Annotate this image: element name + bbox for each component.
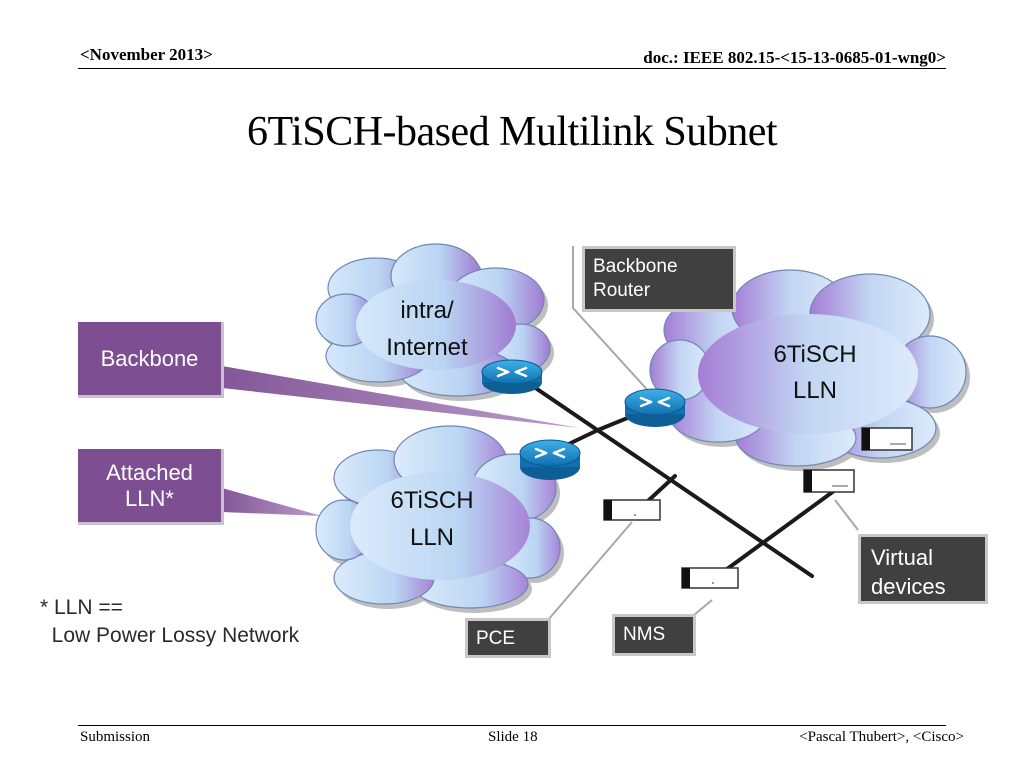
lln-footnote: * LLN == Low Power Lossy Network bbox=[40, 596, 300, 647]
attached-lln-callout: Attached LLN* bbox=[78, 449, 224, 525]
internet-cloud-label-2: Internet bbox=[386, 334, 468, 361]
header-date: <November 2013> bbox=[80, 45, 213, 64]
device-pce bbox=[603, 499, 661, 521]
device-nms bbox=[681, 567, 739, 589]
backbone-router-label: Backbone Router bbox=[582, 246, 736, 312]
header-rule bbox=[78, 68, 946, 69]
pce-label: PCE bbox=[465, 618, 551, 658]
nms-pointer bbox=[693, 599, 713, 616]
router-backbone bbox=[624, 388, 686, 427]
footer-rule bbox=[78, 725, 946, 726]
internet-cloud-label-1: intra/ bbox=[400, 297, 454, 324]
lln-right-cloud-label-1: 6TiSCH bbox=[773, 341, 856, 368]
backbone-callout-tail bbox=[222, 366, 580, 428]
lln-left-cloud-label-1: 6TiSCH bbox=[390, 487, 473, 514]
attached-callout-tail bbox=[222, 488, 322, 516]
slide-title: 6TiSCH-based Multilink Subnet bbox=[246, 109, 778, 155]
lln-left-cloud: 6TiSCH LLN bbox=[315, 425, 564, 613]
router-internet bbox=[481, 359, 543, 394]
device-virtual-2 bbox=[803, 469, 855, 493]
device-virtual-1 bbox=[861, 427, 913, 451]
virtual-devices-label: Virtual devices bbox=[858, 534, 988, 604]
lan-link bbox=[710, 486, 840, 582]
lln-left-cloud-label-2: LLN bbox=[410, 524, 454, 551]
virtual-pointer bbox=[834, 499, 859, 531]
router-lln bbox=[519, 439, 581, 480]
nms-label: NMS bbox=[612, 614, 696, 656]
lln-right-cloud-label-2: LLN bbox=[793, 377, 837, 404]
lln-right-cloud: 6TiSCH LLN bbox=[649, 269, 970, 471]
backbone-callout: Backbone bbox=[78, 322, 224, 398]
header-doc-id: doc.: IEEE 802.15-<15-13-0685-01-wng0> bbox=[643, 48, 946, 67]
footer-author: <Pascal Thubert>, <Cisco> bbox=[799, 729, 964, 745]
pce-pointer bbox=[547, 521, 633, 621]
footer-submission: Submission bbox=[80, 729, 151, 745]
bbr-pointer bbox=[572, 246, 653, 396]
internet-cloud: intra/ Internet bbox=[315, 243, 554, 401]
footer-slide-number: Slide 18 bbox=[488, 729, 538, 745]
